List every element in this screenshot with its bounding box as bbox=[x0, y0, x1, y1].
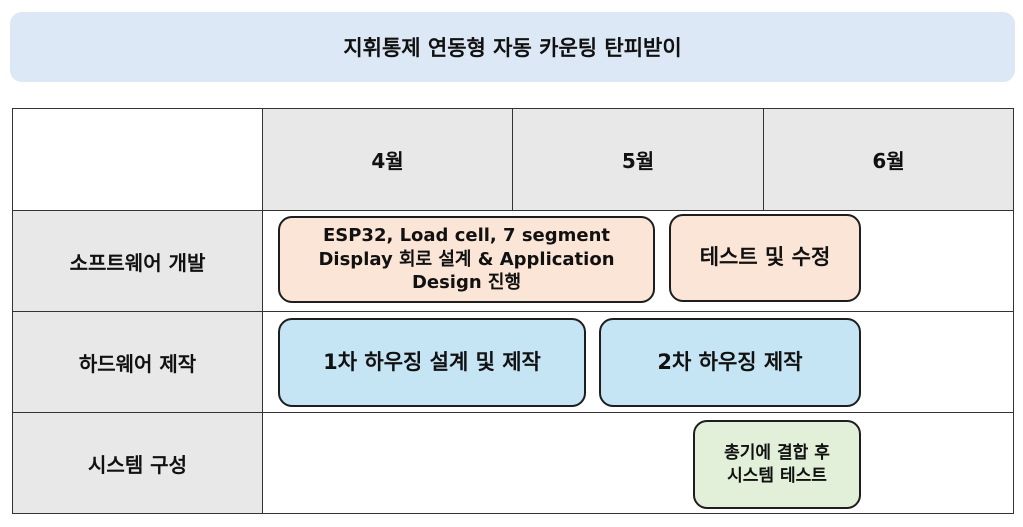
row-label-hardware: 하드웨어 제작 bbox=[12, 311, 263, 413]
month-header-may: 5월 bbox=[512, 108, 764, 211]
row-label-system: 시스템 구성 bbox=[12, 412, 263, 514]
task-housing-2: 2차 하우징 제작 bbox=[599, 318, 861, 407]
task-test-fix: 테스트 및 수정 bbox=[669, 214, 861, 302]
row-body-system bbox=[262, 412, 1014, 514]
task-housing-1: 1차 하우징 설계 및 제작 bbox=[278, 318, 586, 407]
month-header-june: 6월 bbox=[763, 108, 1014, 211]
title-banner: 지휘통제 연동형 자동 카운팅 탄피받이 bbox=[10, 12, 1015, 82]
row-label-software: 소프트웨어 개발 bbox=[12, 210, 263, 312]
corner-cell bbox=[12, 108, 263, 211]
task-system-test: 총기에 결합 후 시스템 테스트 bbox=[693, 420, 861, 509]
task-circuit-app-design: ESP32, Load cell, 7 segment Display 회로 설… bbox=[278, 216, 655, 303]
month-header-april: 4월 bbox=[262, 108, 513, 211]
